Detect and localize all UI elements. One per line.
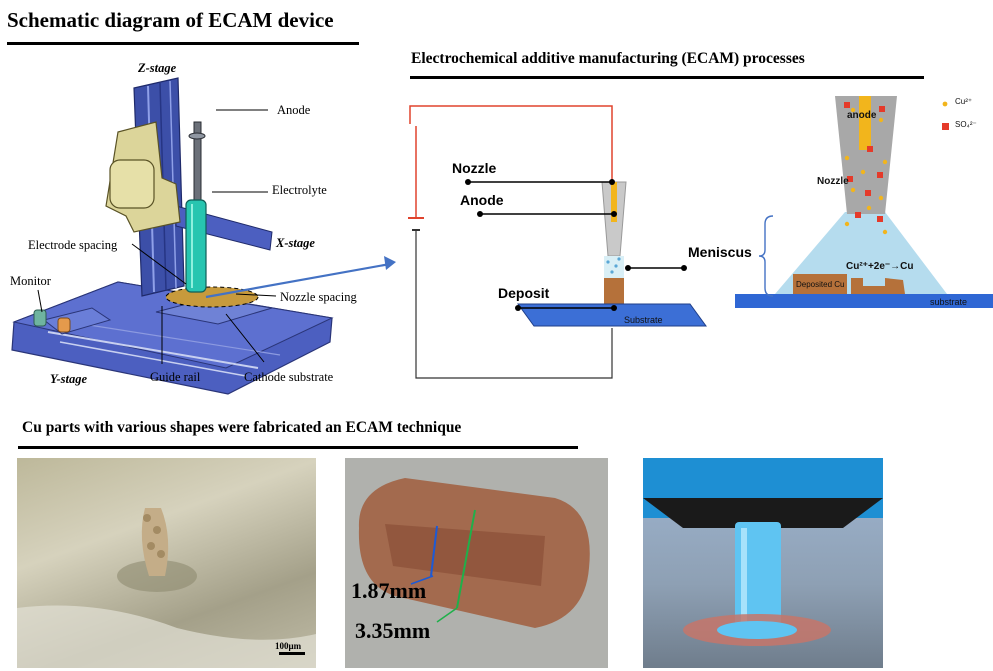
pillar-graphic [17, 508, 316, 668]
zoom-substrate [735, 294, 993, 308]
zoom-anode [859, 96, 871, 150]
zoom-nozzle [835, 96, 897, 214]
copper-plate-graphic [358, 478, 590, 628]
process-anode [611, 182, 617, 222]
parts-header: Cu parts with various shapes were fabric… [22, 419, 462, 436]
zoom-ions [844, 102, 888, 235]
guide-rail-label: Guide rail [150, 370, 201, 384]
zoom-deposit-growth [851, 278, 905, 294]
ecam-process-diagram [408, 105, 707, 379]
process-deposit-label: Deposit [498, 285, 550, 301]
parts-header-rule [18, 446, 578, 449]
legend-cu-label: Cu²⁺ [955, 97, 973, 106]
zoom-arrow [205, 262, 391, 299]
z-stage-label: Z-stage [138, 61, 177, 75]
photo-nozzle-deposit [643, 458, 883, 668]
dim-inner-line [430, 525, 438, 577]
schematic-header-rule [7, 42, 359, 45]
cathode-substrate-label: Cathode substrate [244, 370, 334, 384]
dim-inner-label: 1.87mm [351, 578, 427, 603]
process-meniscus-label: Meniscus [688, 244, 752, 260]
schematic-header: Schematic diagram of ECAM device [7, 8, 334, 32]
process-header-rule [410, 76, 924, 79]
process-substrate [517, 303, 707, 327]
anode-label: Anode [277, 103, 311, 117]
zoom-bracket [758, 215, 774, 297]
electrolyte-tube [185, 199, 207, 293]
zoom-nozzle-label: Nozzle [817, 176, 849, 187]
holder-block [109, 159, 155, 209]
electrode-spacing-label: Electrode spacing [28, 238, 118, 252]
x-stage-label: X-stage [276, 236, 315, 250]
zoom-inset-diagram [735, 96, 993, 308]
dim-outer-line [456, 509, 476, 609]
photo-pillar: 100μm [17, 458, 316, 668]
dim-outer-label: 3.35mm [355, 618, 431, 643]
nozzle-deposit-graphic [643, 458, 883, 646]
circuit-wire-red [409, 105, 613, 182]
electrolyte-label: Electrolyte [272, 183, 327, 197]
monitor-cup-orange [57, 317, 71, 333]
zoom-meniscus [775, 212, 947, 294]
legend-so4-label: SO₄²⁻ [955, 120, 977, 129]
process-meniscus [604, 256, 624, 278]
monitor-cup-green [33, 309, 47, 327]
zoom-deposited-cu-label: Deposited Cu [796, 280, 845, 289]
scale-bar-label: 100μm [275, 641, 302, 651]
process-anode-label: Anode [460, 192, 504, 208]
zoom-reaction-label: Cu²⁺+2e⁻→Cu [846, 261, 914, 272]
circuit-wire-black [415, 230, 613, 379]
process-substrate-label: Substrate [624, 315, 663, 325]
zoom-anode-label: anode [847, 110, 877, 121]
nozzle-spacing-label: Nozzle spacing [280, 290, 357, 304]
process-nozzle-label: Nozzle [452, 160, 497, 176]
process-header: Electrochemical additive manufacturing (… [411, 50, 805, 67]
zoom-substrate-label: substrate [930, 297, 968, 307]
zoom-deposited-cu [793, 274, 847, 294]
ecam-device-diagram [11, 77, 396, 395]
base-plate-top [12, 281, 334, 369]
photo-copper-plate: 1.87mm 3.35mm [345, 458, 608, 668]
monitor-label: Monitor [10, 274, 51, 288]
y-stage-label: Y-stage [50, 372, 88, 386]
